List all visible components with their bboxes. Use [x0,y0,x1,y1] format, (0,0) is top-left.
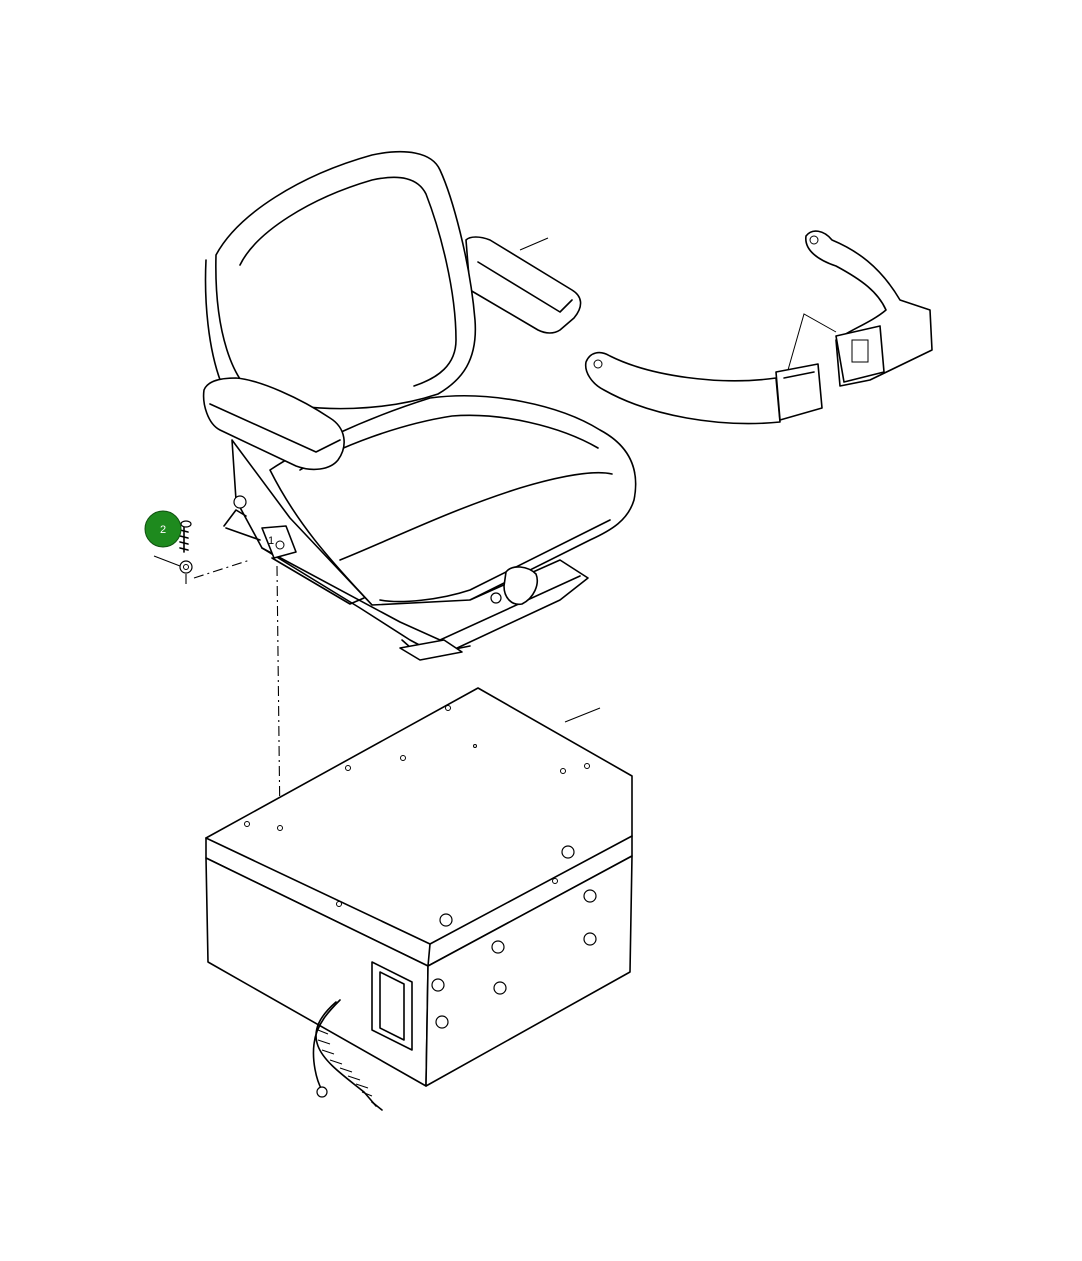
seat-belt-assembly [584,230,933,425]
mounting-centerline [276,565,281,829]
coiled-cable [312,999,383,1111]
seat-assembly: 1 [202,150,637,723]
bolt-and-nut [153,520,251,588]
seat-base-box [205,687,633,1087]
reference-label: 1 [268,535,274,547]
callout-badge[interactable] [144,510,182,548]
callout-marker-2[interactable]: 2 [144,510,182,548]
callout-label: 2 [160,524,166,536]
